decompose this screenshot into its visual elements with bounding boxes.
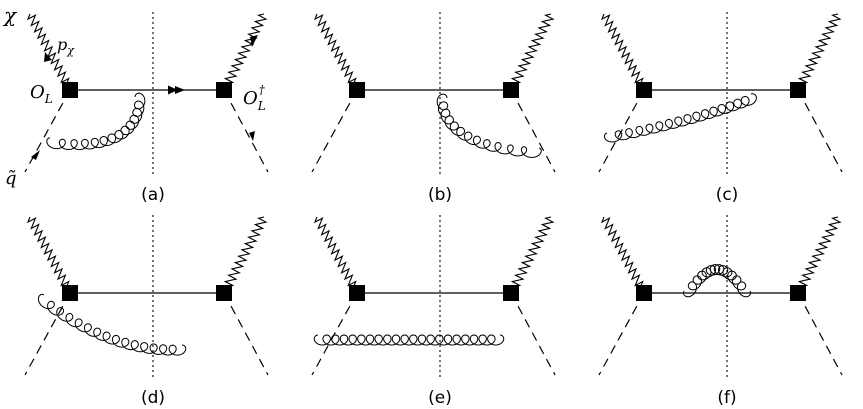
q-tilde-label: q̃ xyxy=(5,168,17,189)
panel-d: (d) xyxy=(24,215,269,408)
panel-caption: (a) xyxy=(141,185,165,205)
panel-caption: (e) xyxy=(428,388,452,408)
gluon-line xyxy=(37,293,187,356)
momentum-arrow-icon xyxy=(44,52,52,62)
squark-line-in xyxy=(24,89,71,173)
panel-caption: (c) xyxy=(716,185,739,205)
squark-line-out xyxy=(510,89,556,173)
vertex-o-l-dagger xyxy=(216,285,232,301)
photon-line xyxy=(220,216,268,294)
squark-line-in xyxy=(598,292,645,376)
panel-b: (b) xyxy=(311,12,556,205)
photon-line xyxy=(313,13,361,91)
squark-line-out xyxy=(223,89,269,173)
gluon-line xyxy=(46,92,146,151)
vertex-o-l-dagger xyxy=(216,82,232,98)
panel-f: (f) xyxy=(598,215,843,408)
squark-out-arrow-icon xyxy=(249,131,255,141)
vertex-o-l xyxy=(636,285,652,301)
photon-line xyxy=(313,216,361,294)
vertex-o-l xyxy=(62,82,78,98)
panel-a: (a) xyxy=(24,12,269,205)
p-chi-label: pχ xyxy=(57,35,75,57)
photon-line xyxy=(794,13,842,91)
photon-line xyxy=(794,216,842,294)
panel-caption: (f) xyxy=(717,388,736,408)
squark-line-out xyxy=(510,292,556,376)
vertex-o-l xyxy=(349,82,365,98)
photon-line xyxy=(600,13,648,91)
squark-line-in xyxy=(311,292,358,376)
vertex-o-l-dagger xyxy=(790,285,806,301)
gluon-line xyxy=(603,93,757,143)
squark-line-in xyxy=(598,89,645,173)
photon-line xyxy=(507,13,555,91)
o-l-dagger-label: O†L xyxy=(243,83,266,113)
vertex-o-l-dagger xyxy=(503,82,519,98)
o-l-label: OL xyxy=(30,82,53,106)
photon-line xyxy=(26,216,74,294)
squark-line-out xyxy=(797,89,843,173)
squark-line-out xyxy=(797,292,843,376)
gluon-line xyxy=(682,264,752,298)
panel-c: (c) xyxy=(598,12,843,205)
photon-line xyxy=(507,216,555,294)
panel-e: (e) xyxy=(311,215,556,408)
photon-line xyxy=(220,13,268,91)
fermion-arrow-icon xyxy=(168,85,178,95)
squark-line-in xyxy=(311,89,358,173)
panel-caption: (d) xyxy=(141,388,165,408)
squark-line-in xyxy=(24,292,71,376)
photon-line xyxy=(600,216,648,294)
vertex-o-l xyxy=(62,285,78,301)
gluon-line xyxy=(436,93,542,158)
vertex-o-l-dagger xyxy=(790,82,806,98)
panel-a-labels: χ pχ OL O†L q̃ xyxy=(2,3,266,189)
squark-in-arrow-icon xyxy=(31,150,40,160)
vertex-o-l xyxy=(349,285,365,301)
panel-caption: (b) xyxy=(428,185,452,205)
vertex-o-l-dagger xyxy=(503,285,519,301)
photon-line xyxy=(26,13,74,91)
photon-out-arrow-icon xyxy=(250,35,258,47)
chi-label: χ xyxy=(2,3,18,27)
vertex-o-l xyxy=(636,82,652,98)
gluon-line xyxy=(313,334,505,346)
squark-line-out xyxy=(223,292,269,376)
